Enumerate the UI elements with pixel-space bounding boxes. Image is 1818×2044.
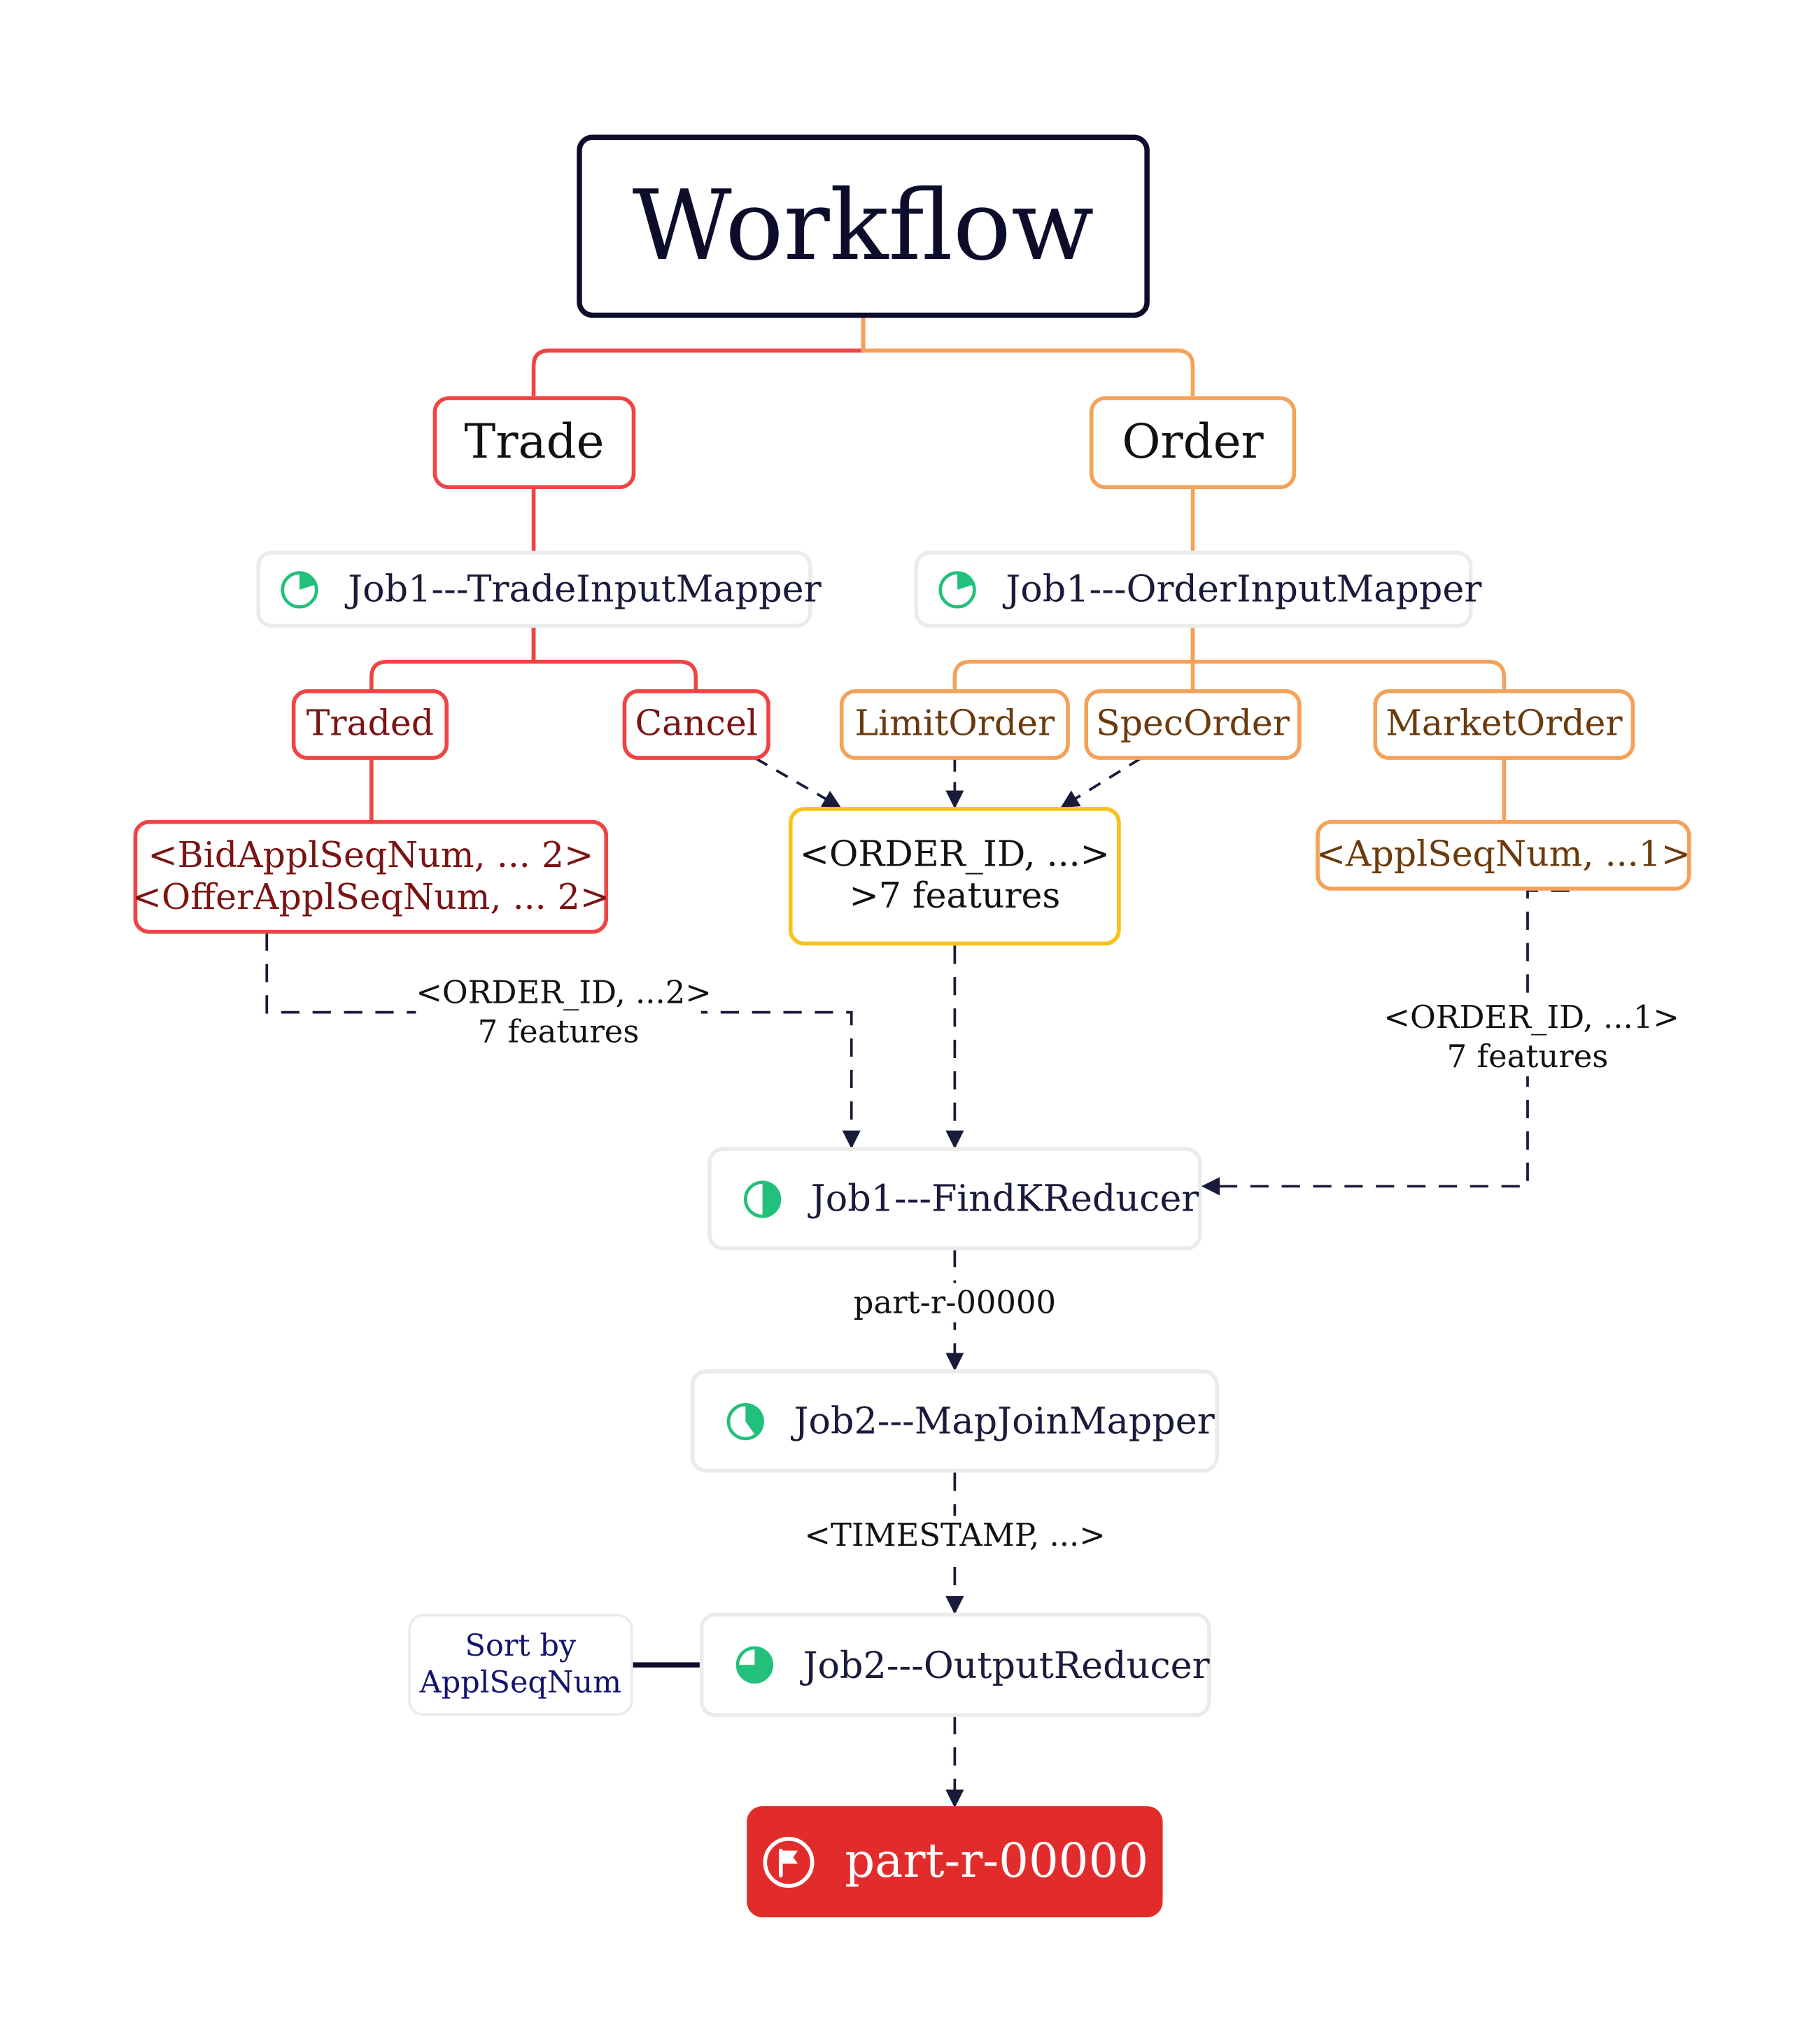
progress-pie-icon — [726, 1402, 764, 1440]
trade-node[interactable]: Trade — [432, 396, 636, 490]
link-bidkey-reducer — [265, 932, 861, 1149]
link-spec-orderid — [1060, 757, 1141, 808]
order-node[interactable]: Order — [1089, 396, 1297, 490]
output-reducer-job[interactable]: Job2---OutputReducer — [699, 1612, 1211, 1717]
order-id-key-node[interactable]: <ORDER_ID, ...> >7 features — [789, 807, 1121, 946]
edge-label-left: <ORDER_ID, ...2> 7 features — [416, 973, 712, 1052]
find-k-reducer-job[interactable]: Job1---FindKReducer — [707, 1147, 1202, 1250]
trade-input-mapper-job[interactable]: Job1---TradeInputMapper — [256, 550, 822, 628]
flag-icon — [763, 1836, 815, 1887]
progress-pie-icon — [281, 570, 318, 608]
progress-pie-icon — [743, 1180, 782, 1218]
link-mapper-traded — [369, 626, 536, 689]
sort-note: Sort by ApplSeqNum — [408, 1614, 633, 1717]
market-order-node[interactable]: MarketOrder — [1373, 689, 1635, 760]
bid-offer-key-node[interactable]: <BidApplSeqNum, ... 2> <OfferApplSeqNum,… — [132, 819, 609, 934]
order-input-mapper-job[interactable]: Job1---OrderInputMapper — [914, 550, 1481, 628]
link-mapper-market — [1190, 626, 1507, 689]
traded-node[interactable]: Traded — [291, 689, 449, 760]
link-mapper-limit — [952, 626, 1195, 689]
limit-order-node[interactable]: LimitOrder — [839, 689, 1070, 760]
progress-pie-icon — [938, 570, 976, 608]
workflow-title: Workflow — [577, 134, 1150, 318]
appl-seq-key-node[interactable]: <ApplSeqNum, ...1> — [1316, 819, 1691, 891]
edge-label-part: part-r-00000 — [837, 1283, 1073, 1323]
progress-pie-icon — [735, 1646, 774, 1684]
link-mapper-cancel — [531, 626, 698, 689]
edge-label-timestamp: <TIMESTAMP, ...> — [804, 1516, 1106, 1556]
final-output-node[interactable]: part-r-00000 — [747, 1806, 1163, 1917]
link-cancel-orderid — [755, 757, 842, 808]
cancel-node[interactable]: Cancel — [622, 689, 770, 760]
link-workflow-trade — [531, 318, 866, 397]
link-workflow-order — [861, 318, 1195, 397]
edge-label-right: <ORDER_ID, ...1> 7 features — [1383, 998, 1679, 1077]
spec-order-node[interactable]: SpecOrder — [1084, 689, 1302, 760]
map-join-mapper-job[interactable]: Job2---MapJoinMapper — [690, 1369, 1219, 1473]
